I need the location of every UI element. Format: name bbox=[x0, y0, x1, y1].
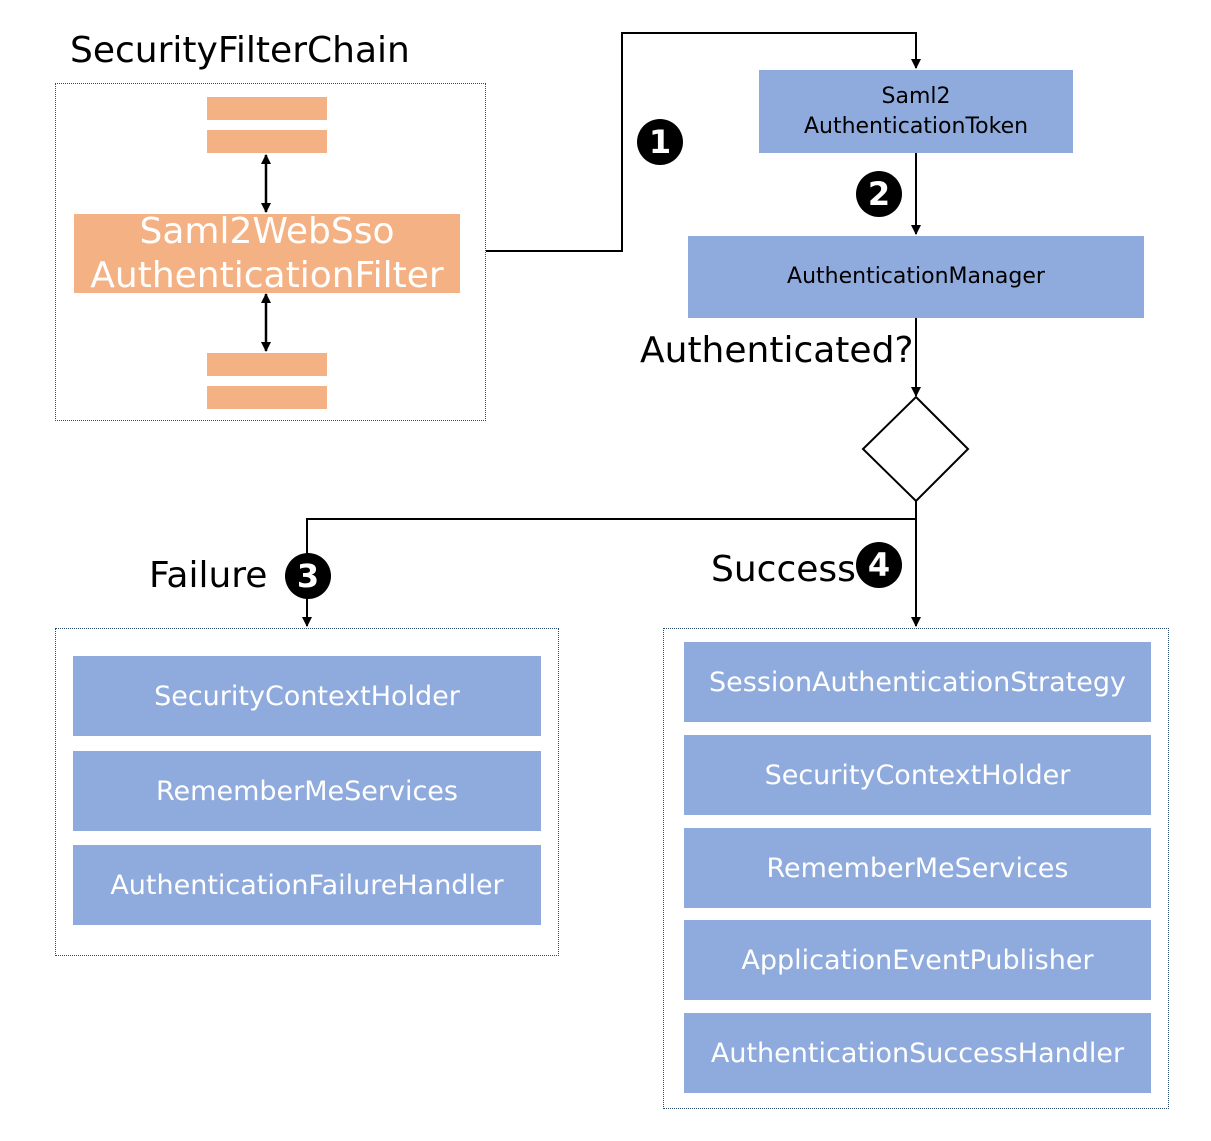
step-4-badge: 4 bbox=[856, 542, 902, 588]
saml2-authentication-token-box: Saml2 AuthenticationToken bbox=[759, 70, 1073, 153]
failure-container bbox=[55, 628, 559, 956]
authenticated-question-label: Authenticated? bbox=[640, 330, 914, 371]
filter-to-token-connector bbox=[486, 32, 921, 252]
filter-bar bbox=[207, 353, 327, 376]
success-item-label: AuthenticationSuccessHandler bbox=[710, 1037, 1125, 1069]
saml2-websso-authentication-filter: Saml2WebSso AuthenticationFilter bbox=[74, 211, 460, 296]
success-label: Success bbox=[711, 549, 856, 590]
failure-item-label: AuthenticationFailureHandler bbox=[110, 869, 504, 901]
success-container bbox=[663, 628, 1169, 1109]
filter-chain-title: SecurityFilterChain bbox=[70, 30, 410, 71]
step-2-badge: 2 bbox=[856, 171, 902, 217]
success-item-label: SessionAuthenticationStrategy bbox=[709, 666, 1126, 698]
failure-label: Failure bbox=[149, 555, 268, 596]
filter-chain-container bbox=[55, 83, 486, 421]
authentication-manager-box: AuthenticationManager bbox=[688, 236, 1144, 318]
success-item: RememberMeServices bbox=[684, 828, 1151, 908]
filter-label-line1: Saml2WebSso bbox=[139, 210, 395, 252]
step-3-badge: 3 bbox=[285, 553, 331, 599]
success-item-label: RememberMeServices bbox=[766, 852, 1069, 884]
token-line2: AuthenticationToken bbox=[803, 113, 1029, 139]
success-item: AuthenticationSuccessHandler bbox=[684, 1013, 1151, 1093]
success-item: ApplicationEventPublisher bbox=[684, 920, 1151, 1000]
success-item: SessionAuthenticationStrategy bbox=[684, 642, 1151, 722]
manager-label: AuthenticationManager bbox=[787, 264, 1045, 289]
success-item-label: SecurityContextHolder bbox=[764, 759, 1071, 791]
success-item: SecurityContextHolder bbox=[684, 735, 1151, 815]
failure-item: AuthenticationFailureHandler bbox=[73, 845, 541, 925]
failure-item: RememberMeServices bbox=[73, 751, 541, 831]
token-line1: Saml2 bbox=[881, 83, 951, 109]
filter-label-line2: AuthenticationFilter bbox=[90, 254, 444, 296]
failure-item: SecurityContextHolder bbox=[73, 656, 541, 736]
step-1-badge: 1 bbox=[637, 119, 683, 165]
filter-bar bbox=[207, 386, 327, 409]
filter-bar bbox=[207, 130, 327, 153]
filter-bar bbox=[207, 97, 327, 120]
success-item-label: ApplicationEventPublisher bbox=[741, 944, 1094, 976]
failure-item-label: RememberMeServices bbox=[156, 775, 458, 807]
failure-item-label: SecurityContextHolder bbox=[154, 680, 460, 712]
decision-diamond bbox=[861, 395, 970, 503]
